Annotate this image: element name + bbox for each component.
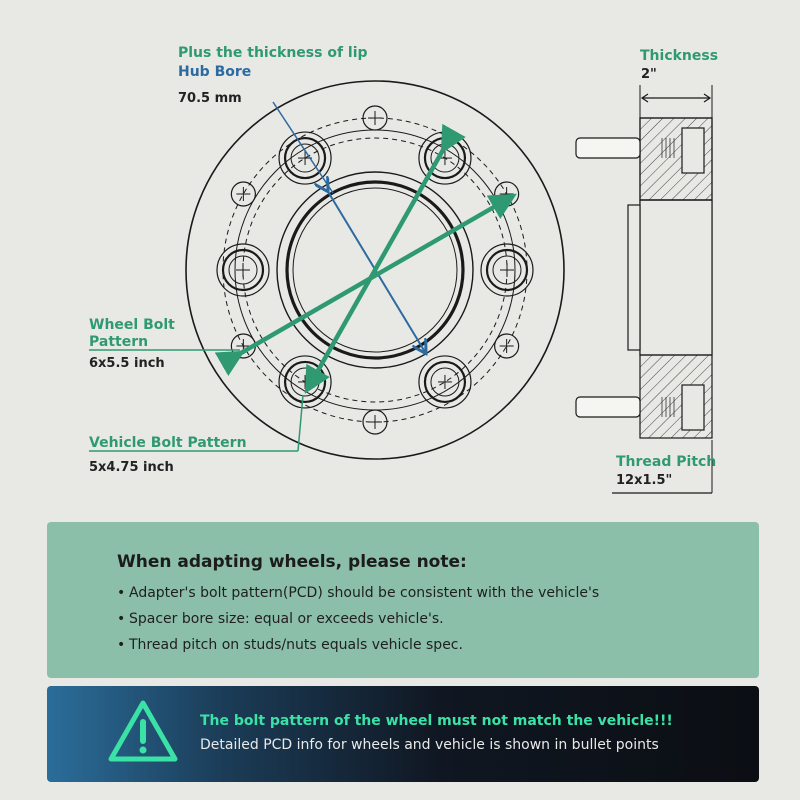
note-text: Adapter's bolt pattern(PCD) should be co… — [129, 585, 600, 601]
note-item: •Adapter's bolt pattern(PCD) should be c… — [117, 585, 600, 601]
wheel-bolt-value: 6x5.5 inch — [89, 356, 165, 371]
vehicle-bolt-value: 5x4.75 inch — [89, 460, 174, 475]
hub-bore-value: 70.5 mm — [178, 91, 242, 106]
notes-list: •Adapter's bolt pattern(PCD) should be c… — [117, 584, 599, 662]
thread-pitch-value: 12x1.5" — [616, 473, 673, 488]
wheel-bolt-title-line2: Pattern — [89, 334, 149, 350]
hub-bore-title: Hub Bore — [178, 64, 252, 80]
note-text: Spacer bore size: equal or exceeds vehic… — [129, 611, 444, 627]
notes-title: When adapting wheels, please note: — [117, 552, 467, 572]
vehicle-pcd-arrow — [304, 123, 466, 394]
note-item: •Thread pitch on studs/nuts equals vehic… — [117, 637, 463, 653]
side-view — [575, 85, 713, 494]
notes-panel: When adapting wheels, please note: •Adap… — [47, 522, 759, 678]
note-text: Thread pitch on studs/nuts equals vehicl… — [129, 637, 463, 653]
lip-note-label: Plus the thickness of lip — [178, 45, 368, 61]
warning-banner: The bolt pattern of the wheel must not m… — [47, 686, 759, 782]
warning-text: Detailed PCD info for wheels and vehicle… — [200, 737, 659, 753]
outer-rim — [185, 80, 565, 460]
hub-bore-leader — [272, 101, 334, 194]
wheel-bolt-title-line1: Wheel Bolt — [89, 317, 175, 333]
vehicle-bolt-title: Vehicle Bolt Pattern — [89, 435, 247, 451]
wheel-spacer-diagram: Plus the thickness of lip Hub Bore 70.5 … — [89, 45, 719, 494]
thickness-value: 2" — [641, 67, 657, 82]
warning-title: The bolt pattern of the wheel must not m… — [200, 713, 673, 729]
wheel-bolt-hole — [362, 409, 388, 435]
warning-triangle-icon — [108, 700, 178, 762]
thread-pitch-title: Thread Pitch — [616, 454, 717, 470]
spacer-drawing — [89, 80, 713, 494]
thickness-title: Thickness — [640, 48, 719, 64]
note-item: •Spacer bore size: equal or exceeds vehi… — [117, 611, 444, 627]
